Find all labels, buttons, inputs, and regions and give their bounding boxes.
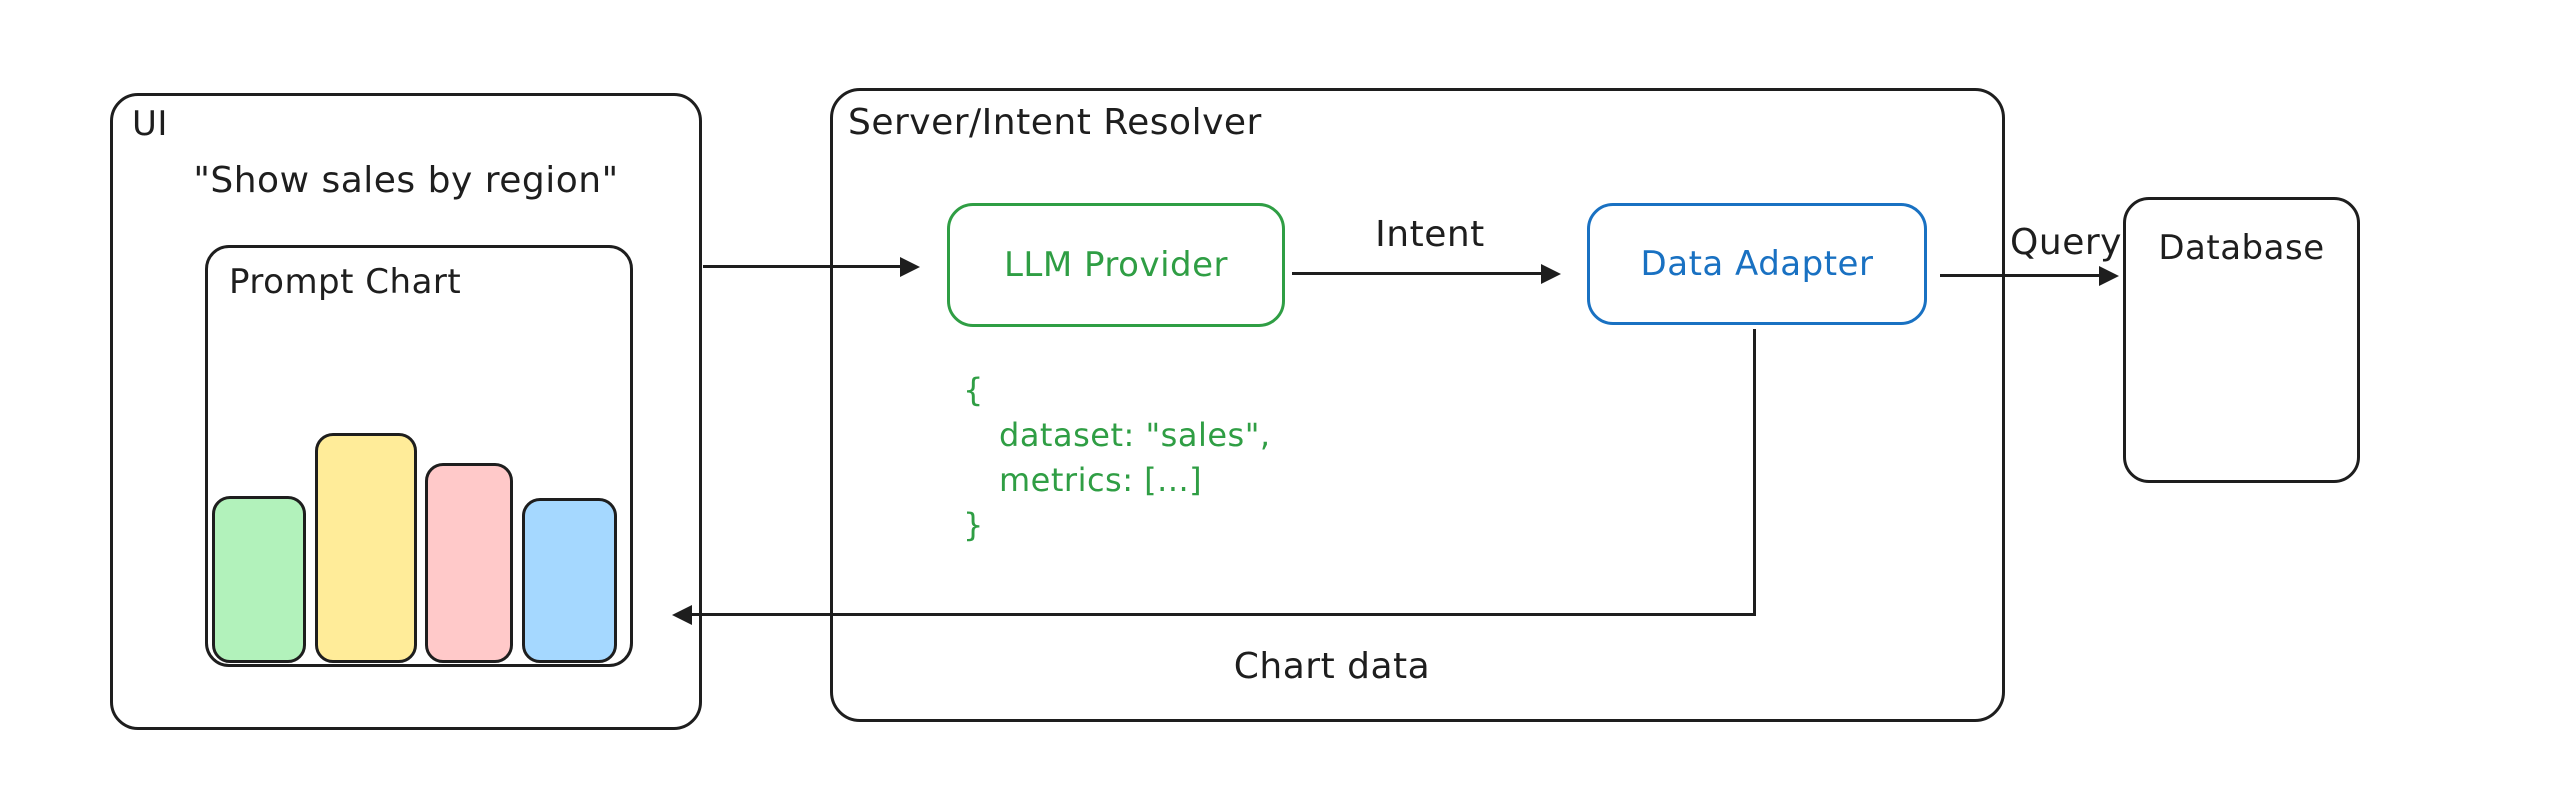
server-intent-resolver-panel	[830, 88, 2005, 722]
prompt-chart-title: Prompt Chart	[229, 262, 462, 302]
chart-bar-2	[315, 433, 417, 663]
data-adapter-box	[1587, 203, 1927, 325]
thumbnail-bar-chart	[205, 245, 633, 667]
database-box	[2123, 197, 2360, 483]
server-panel-title: Server/Intent Resolver	[848, 102, 1262, 143]
arrowhead-ui-to-llm	[900, 257, 920, 277]
chart-bar-1	[212, 496, 306, 663]
intent-json-snippet: { dataset: "sales", metrics: [...] }	[963, 368, 1271, 548]
arrowhead-adapter-to-database	[2099, 266, 2119, 286]
json-line-dataset: dataset: "sales",	[999, 416, 1271, 454]
arrowhead-llm-to-adapter	[1541, 264, 1561, 284]
json-line-open-brace: {	[963, 371, 984, 409]
ui-panel-title: UI	[132, 104, 168, 144]
arrow-ui-to-llm	[703, 265, 903, 268]
arrowhead-chartdata-to-ui	[672, 605, 692, 625]
llm-provider-box	[947, 203, 1285, 327]
arrow-adapter-to-database	[1940, 274, 2102, 277]
arrow-chartdata-horizontal-segment	[686, 613, 1756, 616]
intent-arrow-label: Intent	[1375, 214, 1485, 255]
chart-data-arrow-label: Chart data	[1233, 646, 1431, 687]
json-line-close-brace: }	[963, 506, 984, 544]
chart-bar-3	[425, 463, 513, 663]
arrow-llm-to-adapter	[1292, 272, 1544, 275]
json-line-metrics: metrics: [...]	[999, 461, 1203, 499]
chart-bar-4	[522, 498, 617, 663]
query-arrow-label: Query	[2010, 222, 2122, 263]
llm-provider-label: LLM Provider	[1003, 245, 1228, 285]
data-adapter-label: Data Adapter	[1640, 244, 1874, 284]
database-label: Database	[2158, 228, 2325, 268]
user-prompt-text: "Show sales by region"	[193, 160, 619, 201]
arrow-chartdata-vertical-segment	[1753, 329, 1756, 615]
